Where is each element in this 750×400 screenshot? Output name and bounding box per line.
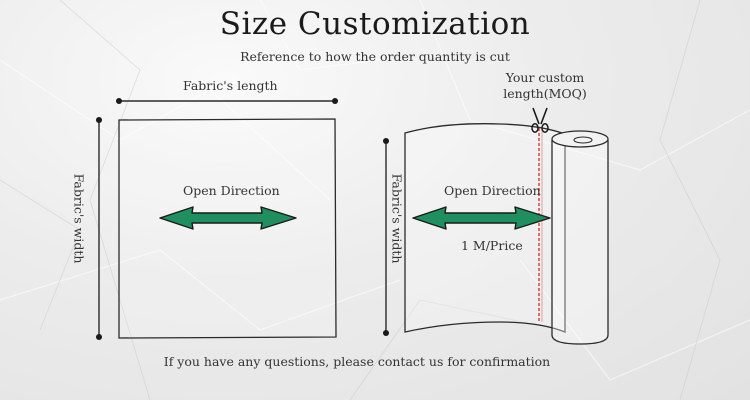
fabric-roll-top bbox=[551, 130, 609, 148]
roll-fabric-width-label: Fabric's width bbox=[389, 173, 405, 264]
fabric-roll-diagram bbox=[382, 107, 609, 345]
double-arrow-icon bbox=[159, 206, 297, 230]
fabric-roll-core bbox=[573, 136, 593, 144]
price-per-meter-label: 1 M/Price bbox=[461, 238, 523, 253]
unrolled-fabric-sheet bbox=[404, 123, 566, 333]
contact-note: If you have any questions, please contac… bbox=[163, 354, 551, 369]
custom-length-label: Your custom length(MOQ) bbox=[480, 70, 610, 102]
custom-length-line-2: length(MOQ) bbox=[503, 86, 587, 101]
double-arrow-icon bbox=[412, 206, 551, 230]
page-title: Size Customization bbox=[219, 6, 531, 42]
roll-open-direction-label: Open Direction bbox=[444, 183, 541, 198]
fabric-length-label: Fabric's length bbox=[183, 78, 278, 93]
scissors-icon bbox=[531, 107, 549, 133]
page-subtitle: Reference to how the order quantity is c… bbox=[240, 49, 510, 64]
fabric-width-label: Fabric's width bbox=[71, 173, 87, 264]
fabric-roll-cylinder bbox=[551, 140, 609, 345]
custom-length-line-1: Your custom bbox=[505, 70, 585, 85]
fabric-square bbox=[118, 118, 337, 339]
flat-fabric-diagram bbox=[95, 97, 339, 341]
open-direction-label: Open Direction bbox=[183, 183, 280, 198]
